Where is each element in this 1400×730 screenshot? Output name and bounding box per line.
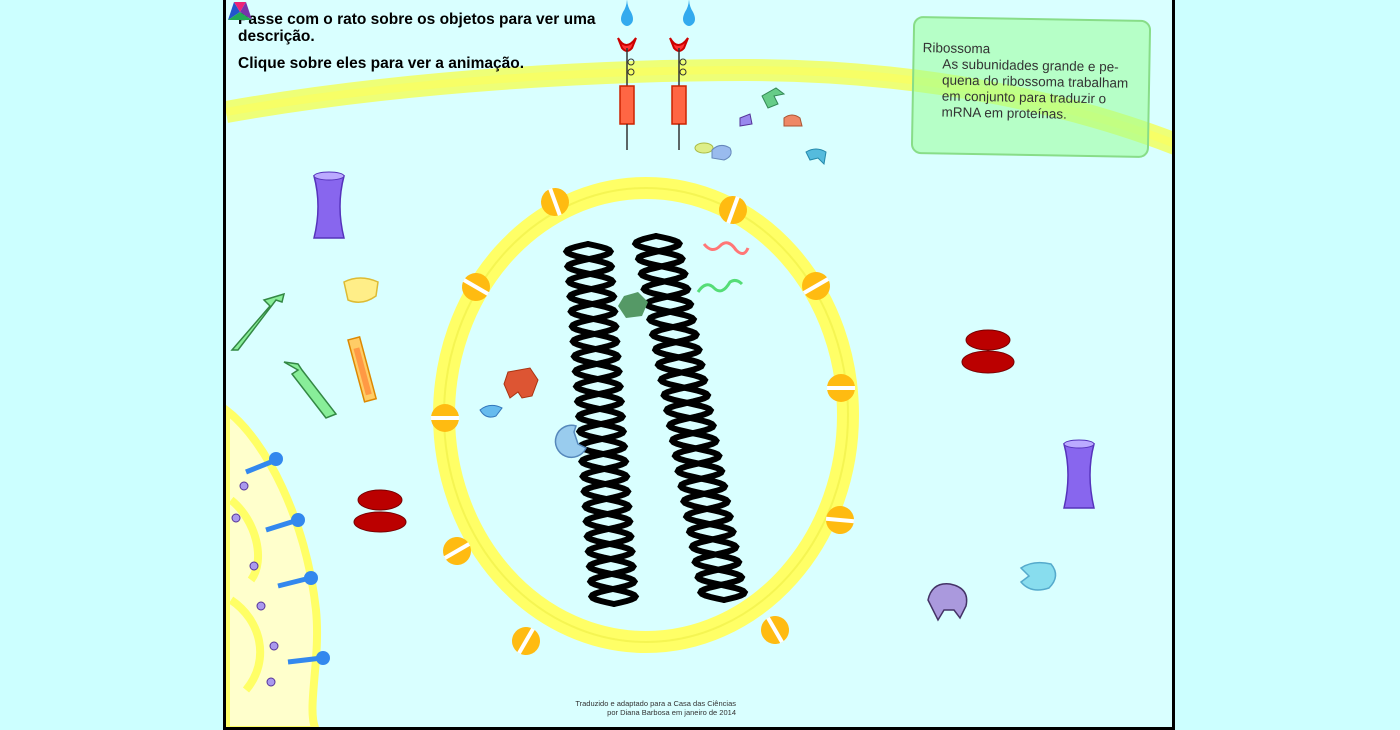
ribosome-left[interactable]	[353, 489, 407, 533]
protein-green-top[interactable]	[761, 87, 786, 109]
protein-cyan-right[interactable]	[1019, 561, 1057, 591]
nuclear-pores[interactable]	[431, 184, 855, 660]
chromatid-strand-b	[631, 233, 749, 603]
chromatid-strand-b	[562, 241, 640, 607]
tooltip-description: As subunidades grande e pe-quena do ribo…	[941, 56, 1129, 122]
credit-line-1: Traduzido e adaptado para a Casa das Ciê…	[575, 699, 736, 708]
tooltip-panel: Ribossoma As subunidades grande e pe-que…	[910, 15, 1152, 159]
protein-purple-right[interactable]	[927, 583, 968, 622]
ribosome-right[interactable]	[961, 329, 1015, 374]
protein-blue-top[interactable]	[711, 144, 732, 161]
endoplasmic-reticulum[interactable]	[226, 404, 322, 730]
chromosome-right[interactable]	[631, 233, 749, 603]
mrna-strand-green[interactable]	[696, 278, 744, 293]
enzyme-orange[interactable]	[503, 367, 539, 399]
credit-line-2: por Diana Barbosa em janeiro de 2014	[607, 708, 736, 717]
receptor-green-2[interactable]	[283, 361, 338, 419]
protein-small-blue[interactable]	[479, 404, 503, 418]
cell-stage: Passe com o rato sobre os objetos para v…	[223, 0, 1175, 730]
instructions: Passe com o rato sobre os objetos para v…	[238, 11, 598, 72]
cell-diagram	[226, 0, 1172, 730]
pump-protein-orange[interactable]	[347, 335, 378, 403]
instruction-line-2: Clique sobre eles para ver a animação.	[238, 55, 525, 72]
protein-yellow-top[interactable]	[694, 142, 714, 154]
protein-teal-top[interactable]	[805, 148, 827, 166]
nuclear-protein-green[interactable]	[618, 292, 648, 318]
protein-purple-top[interactable]	[739, 113, 753, 127]
protein-yellow-left[interactable]	[343, 277, 379, 303]
membrane-receptor-right[interactable]	[669, 0, 695, 150]
vesicle-dots	[231, 481, 279, 687]
channel-protein-left[interactable]	[313, 171, 345, 239]
protein-light-blue[interactable]	[554, 424, 587, 459]
tooltip-title: Ribossoma	[922, 40, 991, 57]
chromosome-left[interactable]	[562, 241, 640, 607]
mrna-strand-red[interactable]	[702, 241, 750, 255]
credit-text: Traduzido e adaptado para a Casa das Ciê…	[556, 699, 736, 717]
receptor-green-1[interactable]	[230, 292, 286, 351]
receptor-proteins[interactable]	[245, 452, 330, 665]
casa-das-ciencias-logo	[228, 2, 252, 20]
instruction-line-1: Passe com o rato sobre os objetos para v…	[238, 11, 596, 45]
membrane-receptor-left[interactable]	[617, 0, 637, 150]
channel-protein-right[interactable]	[1063, 439, 1095, 509]
protein-orange-top[interactable]	[783, 114, 803, 127]
